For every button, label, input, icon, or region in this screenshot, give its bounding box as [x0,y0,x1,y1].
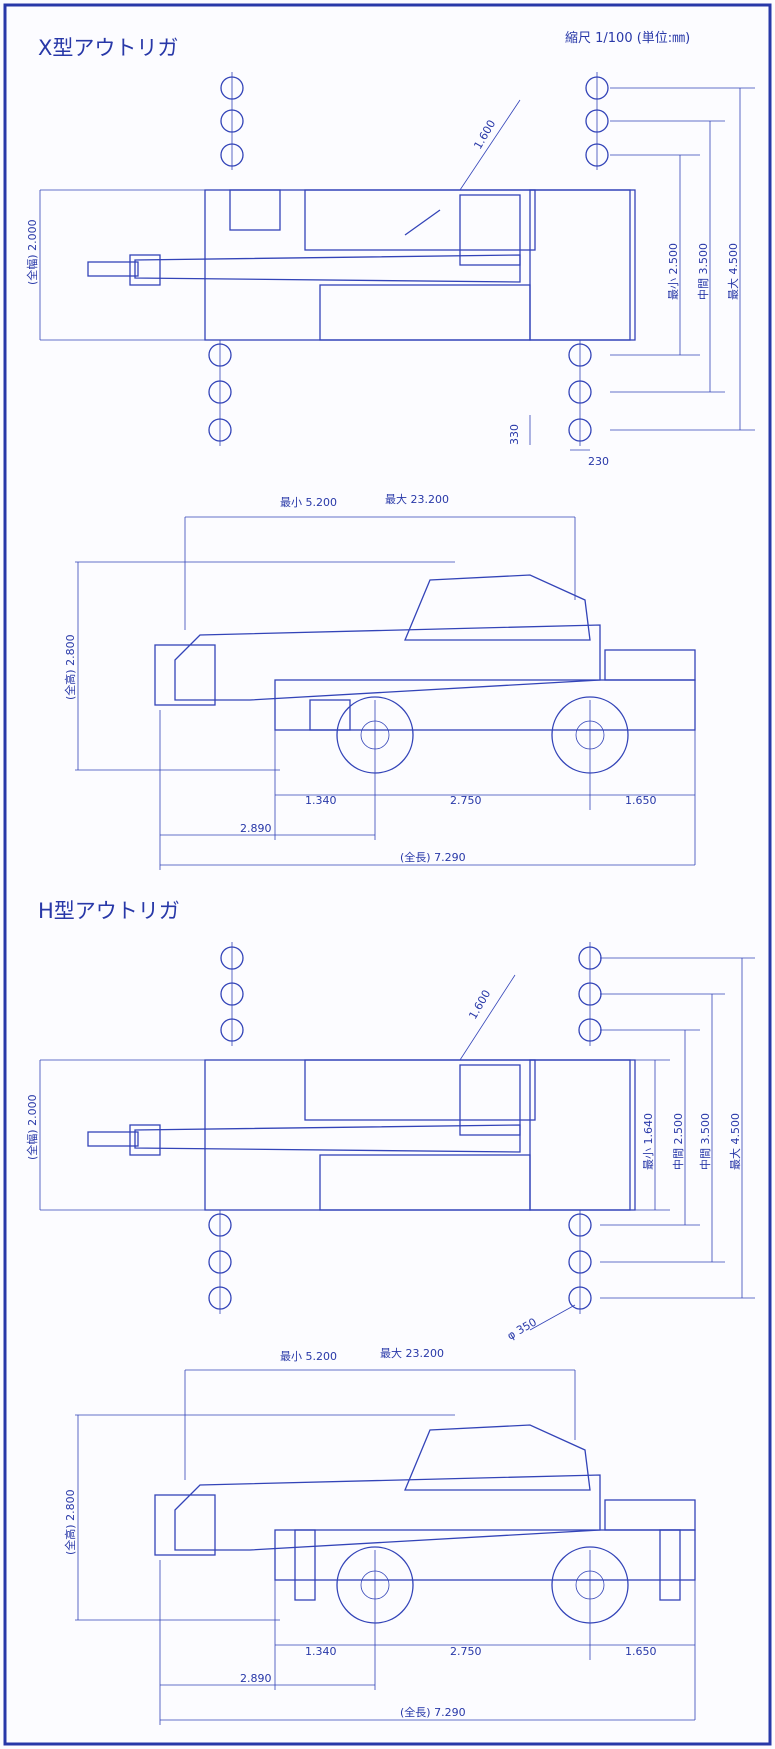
h-pad-d-label: φ 350 [505,1315,539,1342]
x-min-label: 最小 2.500 [667,243,680,300]
x-cab [404,574,591,641]
h-pads-left [208,942,244,1314]
h-d4-label: 2.890 [240,1672,272,1685]
h-max-label: 最大 4.500 [728,1113,742,1170]
h-length-label: (全長) 7.290 [400,1705,466,1719]
x-side-carrier [274,679,696,731]
h-mid2-label: 中間 3.500 [699,1113,712,1170]
h-cab [404,1424,591,1491]
x-d3-label: 1.650 [625,794,657,807]
x-boom-max-label: 最大 23.200 [385,492,449,506]
x-mid-label: 中間 3.500 [697,243,710,300]
x-radius-label: 1.600 [471,118,498,152]
h-top-view: (全幅) 2.000 1.600 最小 1.640 中間 2.500 中間 3.… [25,942,755,1343]
h-width-label: (全幅) 2.000 [25,1094,39,1160]
h-boom-min-label: 最小 5.200 [280,1350,337,1363]
section-heading-h: H型アウトリガ [38,899,180,923]
x-top-view: (全幅) 2.000 1.600 最小 2.500 中間 3.500 最大 4.… [25,72,755,468]
h-radius-label: 1.600 [466,988,493,1022]
x-boom [134,254,521,283]
h-d2-label: 2.750 [450,1645,482,1658]
page-border [3,3,772,1746]
scale-note: 縮尺 1/100 (単位:㎜) [565,30,690,46]
x-side-boom [174,624,601,701]
x-boom-min-label: 最小 5.200 [280,496,337,509]
h-pads-right [568,942,602,1314]
h-height-label: (全高) 2.800 [63,1489,77,1555]
x-carrier-body [204,189,636,341]
h-side-view: 最小 5.200 最大 23.200 (全高) 2.800 1.340 2.75… [63,1346,696,1725]
x-height-label: (全高) 2.800 [63,634,77,700]
x-d4-label: 2.890 [240,822,272,835]
x-max-label: 最大 4.500 [726,243,740,300]
h-d1-label: 1.340 [305,1645,337,1658]
h-min-label: 最小 1.640 [642,1113,655,1170]
h-boom-max-label: 最大 23.200 [380,1346,444,1360]
h-side-carrier [274,1529,696,1581]
section-heading-x: X型アウトリガ [38,36,178,60]
h-d3-label: 1.650 [625,1645,657,1658]
h-boom [134,1124,521,1153]
h-mid1-label: 中間 2.500 [672,1113,685,1170]
x-pads-left [208,72,244,446]
h-side-boom [174,1474,601,1551]
h-carrier-body [204,1059,636,1211]
x-width-label: (全幅) 2.000 [25,219,39,285]
x-length-label: (全長) 7.290 [400,850,466,864]
x-side-view: 最小 5.200 最大 23.200 (全高) 2.800 1.340 2.75… [63,492,696,870]
x-pads-right [568,72,609,446]
x-pad-h-label: 330 [508,424,521,445]
x-d2-label: 2.750 [450,794,482,807]
x-pad-w-label: 230 [588,455,609,468]
x-d1-label: 1.340 [305,794,337,807]
